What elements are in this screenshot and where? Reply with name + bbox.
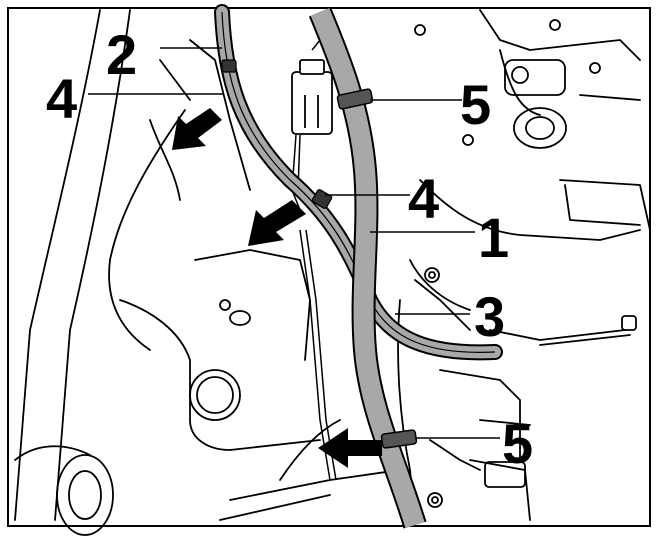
callout-3: 3 (474, 285, 505, 348)
cable-tie-icon (336, 88, 418, 449)
wiring-harness-2 (214, 4, 503, 361)
callout-2: 2 (106, 23, 137, 86)
leader-lines (88, 47, 500, 439)
arrow-icon (172, 108, 382, 468)
callout-4-mid: 4 (408, 167, 439, 230)
callout-4-left: 4 (46, 67, 77, 130)
connector-icon (291, 59, 333, 135)
callout-5-top: 5 (460, 73, 491, 136)
callouts: 2 4 5 4 1 3 5 (46, 23, 533, 475)
callout-1: 1 (478, 206, 509, 269)
vehicle-body-structure (14, 9, 651, 536)
callout-5-bottom: 5 (502, 412, 533, 475)
